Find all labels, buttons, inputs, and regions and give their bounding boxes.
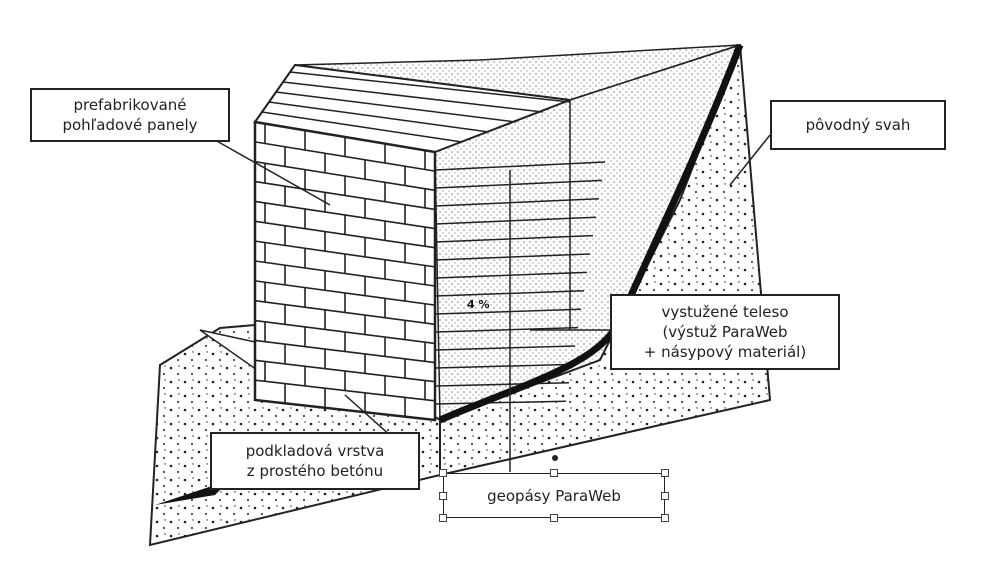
selection-handle[interactable] xyxy=(439,492,447,500)
geostrip xyxy=(434,400,567,405)
label-strips-text: geopásy ParaWeb xyxy=(487,486,621,505)
geostrip xyxy=(434,363,573,369)
selection-handle[interactable] xyxy=(550,469,558,477)
label-slope-text: pôvodný svah xyxy=(805,116,911,134)
geostrip xyxy=(434,198,600,207)
geostrip xyxy=(434,382,570,387)
geostrip xyxy=(434,345,576,351)
label-reinforced-line3: + násypový materiál) xyxy=(643,343,807,361)
top-layer-line xyxy=(268,101,490,133)
label-slope: pôvodný svah xyxy=(770,100,946,150)
geostrip xyxy=(434,161,606,171)
selection-handle[interactable] xyxy=(661,469,669,477)
label-strips[interactable]: geopásy ParaWeb xyxy=(443,473,665,518)
geostrip xyxy=(434,271,588,279)
top-layer-line xyxy=(282,81,544,113)
gradient-label: 4 % xyxy=(467,298,490,311)
selection-handle[interactable] xyxy=(550,514,558,522)
selection-handle[interactable] xyxy=(439,469,447,477)
label-base-line2: z prostého betónu xyxy=(246,462,384,480)
geostrip xyxy=(434,326,579,333)
selection-handle[interactable] xyxy=(661,492,669,500)
geostrip xyxy=(434,308,582,315)
geostrip xyxy=(434,179,603,189)
selection-handle[interactable] xyxy=(439,514,447,522)
geostrip xyxy=(434,253,591,261)
label-base-line1: podkladová vrstva xyxy=(245,442,385,460)
top-layer-line xyxy=(275,91,517,123)
label-reinforced: vystužené teleso (výstuž ParaWeb + násyp… xyxy=(610,294,840,370)
label-reinforced-line2: (výstuž ParaWeb xyxy=(662,323,788,341)
selection-handle[interactable] xyxy=(661,514,669,522)
label-panels-line2: pohľadové panely xyxy=(62,116,198,134)
label-panels: prefabrikované pohľadové panely xyxy=(30,88,230,142)
top-layer-line xyxy=(261,111,463,143)
top-layer-line xyxy=(289,71,571,103)
geostrip xyxy=(434,234,594,243)
label-base: podkladová vrstva z prostého betónu xyxy=(210,432,420,490)
label-reinforced-line1: vystužené teleso xyxy=(661,303,789,321)
label-panels-line1: prefabrikované xyxy=(73,96,187,114)
geostrip xyxy=(434,216,597,225)
